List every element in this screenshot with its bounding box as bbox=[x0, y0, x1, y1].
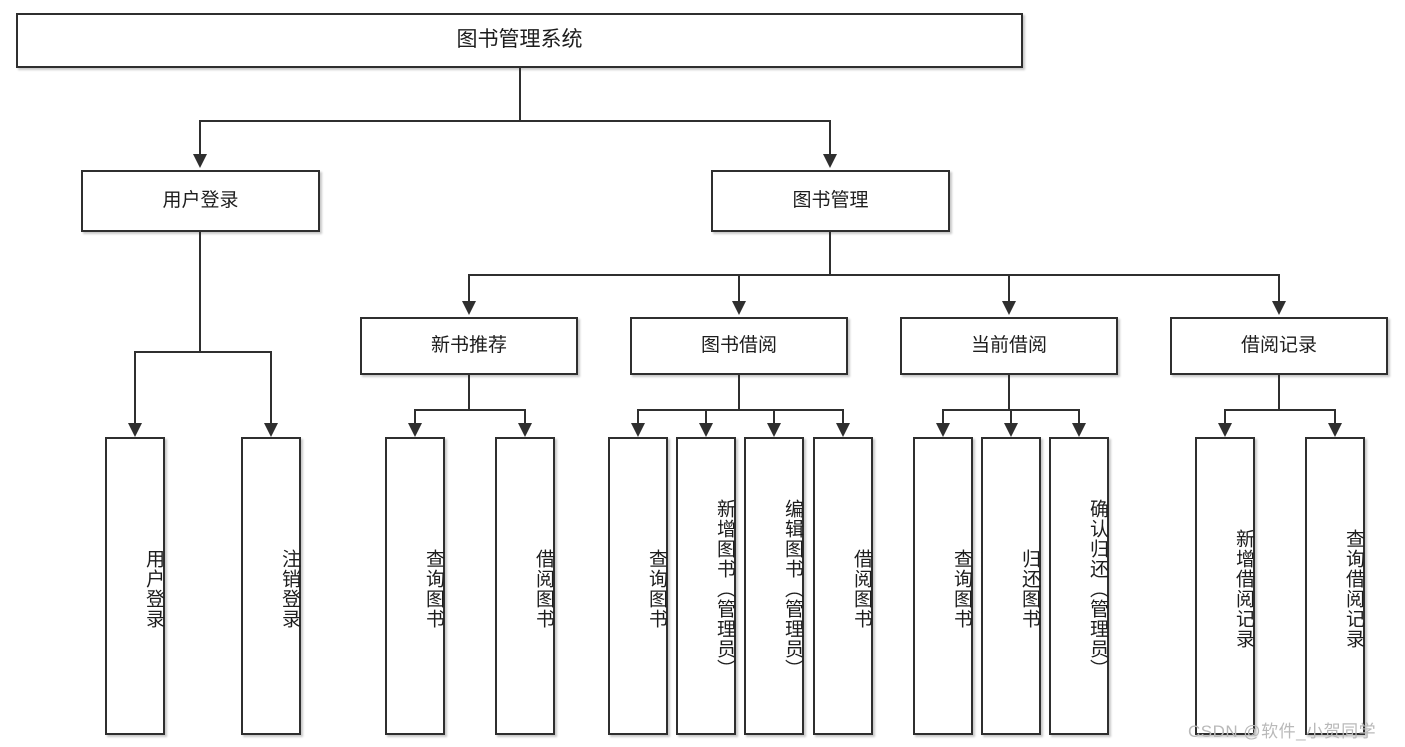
connector-book-manage-stem bbox=[829, 232, 831, 275]
node-label: 新书推荐 bbox=[430, 334, 507, 356]
leaf-br-query-record[interactable]: 查询借阅记录 bbox=[1305, 437, 1365, 735]
arrow-borrow-record bbox=[1272, 301, 1286, 315]
leaf-nb-query-book[interactable]: 查询图书 bbox=[385, 437, 445, 735]
connector-new-book-bus bbox=[414, 409, 526, 411]
connector-book-borrow-bus bbox=[637, 409, 844, 411]
node-label: 用户登录 bbox=[162, 189, 239, 211]
connector-user-login-bus bbox=[134, 351, 271, 353]
connector-book-borrow-stem bbox=[738, 375, 740, 410]
leaf-cb-return-book[interactable]: 归还图书 bbox=[981, 437, 1041, 735]
node-label: 图书管理 bbox=[792, 189, 869, 211]
connector-drop-book-manage bbox=[829, 120, 831, 154]
connector-drop-nb-query bbox=[414, 409, 416, 423]
connector-drop-br-query bbox=[1334, 409, 1336, 423]
node-label: 借阅记录 bbox=[1240, 334, 1317, 356]
node-label: 注销登录 bbox=[279, 549, 300, 629]
node-label: 当前借阅 bbox=[970, 334, 1047, 356]
connector-borrow-record-stem bbox=[1278, 375, 1280, 410]
node-label: 图书管理系统 bbox=[456, 28, 583, 52]
connector-drop-leaf-logout bbox=[270, 351, 272, 423]
node-borrow-record[interactable]: 借阅记录 bbox=[1170, 317, 1388, 375]
connector-drop-user-login bbox=[199, 120, 201, 154]
connector-root-stem bbox=[519, 68, 521, 121]
arrow-bb-edit bbox=[767, 423, 781, 437]
node-label: 新增借阅记录 bbox=[1233, 529, 1254, 649]
node-current-borrow[interactable]: 当前借阅 bbox=[900, 317, 1118, 375]
connector-current-borrow-stem bbox=[1008, 375, 1010, 410]
node-label: 查询图书 bbox=[951, 549, 972, 629]
connector-drop-borrow-record bbox=[1278, 274, 1280, 301]
node-label: 查询图书 bbox=[423, 549, 444, 629]
arrow-bb-borrow bbox=[836, 423, 850, 437]
leaf-logout[interactable]: 注销登录 bbox=[241, 437, 301, 735]
arrow-user-login bbox=[193, 154, 207, 168]
node-label: 查询借阅记录 bbox=[1343, 529, 1364, 649]
leaf-cb-confirm-return[interactable]: 确认归还（管理员） bbox=[1049, 437, 1109, 735]
leaf-user-login[interactable]: 用户登录 bbox=[105, 437, 165, 735]
leaf-cb-query-book[interactable]: 查询图书 bbox=[913, 437, 973, 735]
node-user-login[interactable]: 用户登录 bbox=[81, 170, 320, 232]
node-root-system[interactable]: 图书管理系统 bbox=[16, 13, 1023, 68]
connector-root-bus bbox=[199, 120, 831, 122]
connector-drop-current-borrow bbox=[1008, 274, 1010, 301]
arrow-bb-query bbox=[631, 423, 645, 437]
connector-drop-bb-query bbox=[637, 409, 639, 423]
leaf-bb-edit-book[interactable]: 编辑图书（管理员） bbox=[744, 437, 804, 735]
leaf-bb-borrow-book[interactable]: 借阅图书 bbox=[813, 437, 873, 735]
node-label: 图书借阅 bbox=[700, 334, 777, 356]
connector-drop-bb-borrow bbox=[842, 409, 844, 423]
arrow-new-book bbox=[462, 301, 476, 315]
connector-drop-br-add bbox=[1224, 409, 1226, 423]
node-label: 归还图书 bbox=[1019, 549, 1040, 629]
arrow-nb-query bbox=[408, 423, 422, 437]
connector-level2-bus bbox=[468, 274, 1280, 276]
watermark-text: CSDN @软件_小贺同学 bbox=[1188, 722, 1377, 741]
leaf-bb-query-book[interactable]: 查询图书 bbox=[608, 437, 668, 735]
connector-drop-bb-edit bbox=[773, 409, 775, 423]
node-label: 用户登录 bbox=[143, 549, 164, 629]
connector-borrow-record-bus bbox=[1224, 409, 1336, 411]
connector-drop-new-book bbox=[468, 274, 470, 301]
leaf-nb-borrow-book[interactable]: 借阅图书 bbox=[495, 437, 555, 735]
arrow-book-borrow bbox=[732, 301, 746, 315]
arrow-leaf-user-login bbox=[128, 423, 142, 437]
arrow-cb-return bbox=[1004, 423, 1018, 437]
node-book-manage[interactable]: 图书管理 bbox=[711, 170, 950, 232]
arrow-current-borrow bbox=[1002, 301, 1016, 315]
arrow-book-manage bbox=[823, 154, 837, 168]
node-label: 借阅图书 bbox=[851, 549, 872, 629]
arrow-br-query bbox=[1328, 423, 1342, 437]
node-label: 新增图书（管理员） bbox=[714, 499, 735, 679]
arrow-nb-borrow bbox=[518, 423, 532, 437]
node-label: 查询图书 bbox=[646, 549, 667, 629]
connector-drop-cb-query bbox=[942, 409, 944, 423]
arrow-bb-add bbox=[699, 423, 713, 437]
node-book-borrow[interactable]: 图书借阅 bbox=[630, 317, 848, 375]
connector-drop-bb-add bbox=[705, 409, 707, 423]
arrow-cb-confirm bbox=[1072, 423, 1086, 437]
connector-drop-nb-borrow bbox=[524, 409, 526, 423]
connector-user-login-stem bbox=[199, 232, 201, 352]
leaf-br-add-record[interactable]: 新增借阅记录 bbox=[1195, 437, 1255, 735]
arrow-cb-query bbox=[936, 423, 950, 437]
node-label: 确认归还（管理员） bbox=[1087, 499, 1108, 679]
node-label: 借阅图书 bbox=[533, 549, 554, 629]
connector-drop-book-borrow bbox=[738, 274, 740, 301]
connector-new-book-stem bbox=[468, 375, 470, 410]
connector-drop-cb-return bbox=[1010, 409, 1012, 423]
arrow-leaf-logout bbox=[264, 423, 278, 437]
connector-drop-cb-confirm bbox=[1078, 409, 1080, 423]
node-new-book-recommend[interactable]: 新书推荐 bbox=[360, 317, 578, 375]
connector-drop-leaf-user-login bbox=[134, 351, 136, 423]
leaf-bb-add-book[interactable]: 新增图书（管理员） bbox=[676, 437, 736, 735]
arrow-br-add bbox=[1218, 423, 1232, 437]
node-label: 编辑图书（管理员） bbox=[782, 499, 803, 679]
